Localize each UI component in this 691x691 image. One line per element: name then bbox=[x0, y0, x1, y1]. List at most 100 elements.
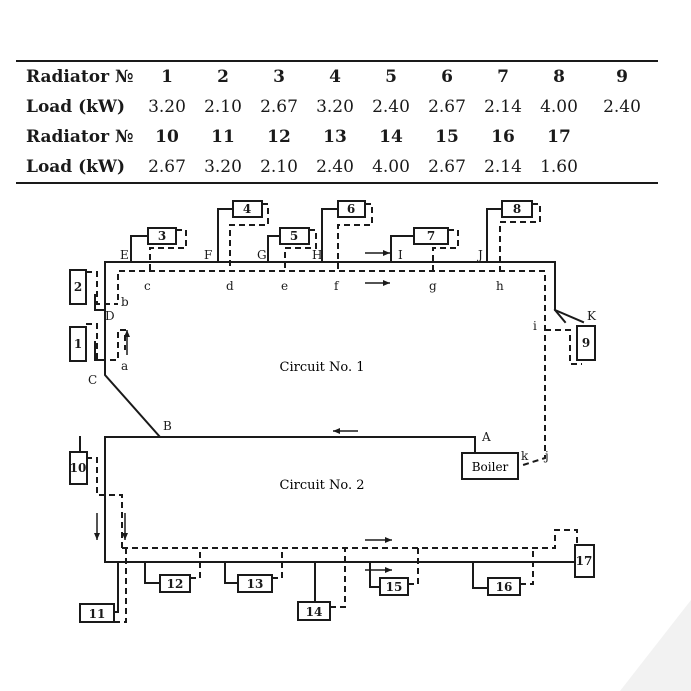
table-cell: 13 bbox=[323, 127, 347, 147]
radiator-2-number: 2 bbox=[74, 280, 82, 294]
table-cell: 3 bbox=[273, 67, 285, 87]
node-label-d: d bbox=[226, 279, 234, 293]
radiator-9 bbox=[576, 325, 596, 361]
table-cell: 2.67 bbox=[260, 97, 298, 117]
radiator-11-number: 11 bbox=[89, 607, 106, 621]
table-cell: 2.67 bbox=[148, 157, 186, 177]
radiator-6-number: 6 bbox=[347, 202, 355, 216]
table-cell: 2.14 bbox=[484, 157, 522, 177]
radiator-1-number: 1 bbox=[74, 337, 82, 351]
node-label-F: F bbox=[204, 248, 212, 262]
radiator-9-number: 9 bbox=[582, 336, 590, 350]
radiator-8 bbox=[501, 200, 533, 218]
table-cell: 1 bbox=[161, 67, 173, 87]
node-label-A: A bbox=[481, 430, 491, 444]
table-cell: 2.10 bbox=[260, 157, 298, 177]
table-cell: 2.40 bbox=[316, 157, 354, 177]
radiator-1 bbox=[69, 326, 87, 362]
node-label-j: j bbox=[543, 449, 549, 463]
supply-pipe-circuit-2 bbox=[104, 436, 581, 563]
table-cell: 4.00 bbox=[540, 97, 578, 117]
table-cell: 1.60 bbox=[540, 157, 578, 177]
node-label-C: C bbox=[88, 373, 97, 387]
table-cell: 2.40 bbox=[372, 97, 410, 117]
radiator-branch-lines bbox=[79, 208, 567, 613]
row-header: Load (kW) bbox=[26, 157, 126, 177]
radiator-5-number: 5 bbox=[290, 229, 298, 243]
table-cell: 2.10 bbox=[204, 97, 242, 117]
radiator-3 bbox=[147, 227, 177, 245]
node-label-K: K bbox=[587, 309, 597, 323]
table-cell: 4 bbox=[329, 67, 341, 87]
radiator-17 bbox=[574, 544, 595, 578]
return-pipe-circuit-2 bbox=[122, 529, 578, 560]
node-label-i: i bbox=[533, 319, 537, 333]
node-label-h: h bbox=[496, 279, 504, 293]
radiator-13-number: 13 bbox=[247, 577, 264, 591]
radiator-12 bbox=[159, 574, 191, 593]
table-cell: 3.20 bbox=[316, 97, 354, 117]
node-label-a: a bbox=[121, 359, 128, 373]
table-cell: 5 bbox=[385, 67, 397, 87]
table-cell: 16 bbox=[491, 127, 515, 147]
radiator-11 bbox=[79, 603, 115, 623]
table-cell: 4.00 bbox=[372, 157, 410, 177]
node-label-b: b bbox=[121, 295, 129, 309]
table-cell: 11 bbox=[211, 127, 235, 147]
radiator-10-number: 10 bbox=[70, 461, 87, 475]
table-row-radiator-2: Radiator № 10 11 12 13 14 15 16 17 bbox=[16, 122, 658, 152]
table-row-radiator-1: Radiator № 1 2 3 4 5 6 7 8 9 bbox=[16, 62, 658, 92]
table-cell: 3.20 bbox=[204, 157, 242, 177]
return-pipe-circuit-1 bbox=[117, 270, 546, 467]
radiator-5 bbox=[279, 227, 310, 245]
supply-pipe-circuit-1 bbox=[104, 261, 585, 438]
radiator-10 bbox=[69, 451, 88, 485]
table-cell: 2 bbox=[217, 67, 229, 87]
node-label-k: k bbox=[521, 449, 529, 463]
radiator-8-number: 8 bbox=[513, 202, 521, 216]
node-label-B: B bbox=[163, 419, 172, 433]
radiator-17-number: 17 bbox=[576, 554, 593, 568]
row-header: Radiator № bbox=[26, 127, 134, 147]
node-label-E: E bbox=[120, 248, 129, 262]
table-cell: 7 bbox=[497, 67, 509, 87]
radiator-load-table: Radiator № 1 2 3 4 5 6 7 8 9 Load (kW) 3… bbox=[16, 60, 658, 184]
circuit-1-label: Circuit No. 1 bbox=[280, 360, 365, 375]
table-cell: 9 bbox=[616, 67, 628, 87]
table-row-load-1: Load (kW) 3.20 2.10 2.67 3.20 2.40 2.67 … bbox=[16, 92, 658, 122]
node-label-G: G bbox=[257, 248, 267, 262]
radiator-13 bbox=[237, 574, 273, 593]
node-label-f: f bbox=[334, 279, 340, 293]
table-cell: 2.14 bbox=[484, 97, 522, 117]
radiator-3-number: 3 bbox=[158, 229, 166, 243]
radiator-4-number: 4 bbox=[243, 202, 251, 216]
node-label-D: D bbox=[105, 309, 115, 323]
background-corner-shape bbox=[620, 600, 691, 691]
radiator-15 bbox=[379, 577, 409, 596]
table-cell: 6 bbox=[441, 67, 453, 87]
radiator-7 bbox=[413, 227, 449, 245]
table-cell: 10 bbox=[155, 127, 179, 147]
table-cell: 2.67 bbox=[428, 157, 466, 177]
radiator-7-number: 7 bbox=[427, 229, 435, 243]
node-label-H: H bbox=[312, 248, 322, 262]
boiler bbox=[461, 452, 519, 480]
table-cell: 2.67 bbox=[428, 97, 466, 117]
node-label-c: c bbox=[144, 279, 151, 293]
table-cell: 14 bbox=[379, 127, 403, 147]
row-header: Radiator № bbox=[26, 67, 134, 87]
table-top-rule bbox=[16, 60, 658, 62]
node-label-I: I bbox=[398, 248, 403, 262]
radiator-14 bbox=[297, 601, 331, 621]
table-cell: 17 bbox=[547, 127, 571, 147]
node-label-e: e bbox=[281, 279, 288, 293]
radiator-14-number: 14 bbox=[306, 605, 323, 619]
table-cell: 12 bbox=[267, 127, 291, 147]
table-row-load-2: Load (kW) 2.67 3.20 2.10 2.40 4.00 2.67 … bbox=[16, 152, 658, 182]
radiator-16-number: 16 bbox=[496, 580, 513, 594]
radiator-16 bbox=[487, 577, 521, 596]
boiler-label: Boiler bbox=[472, 460, 509, 474]
circuit-2-label: Circuit No. 2 bbox=[280, 478, 365, 493]
radiator-12-number: 12 bbox=[167, 577, 184, 591]
